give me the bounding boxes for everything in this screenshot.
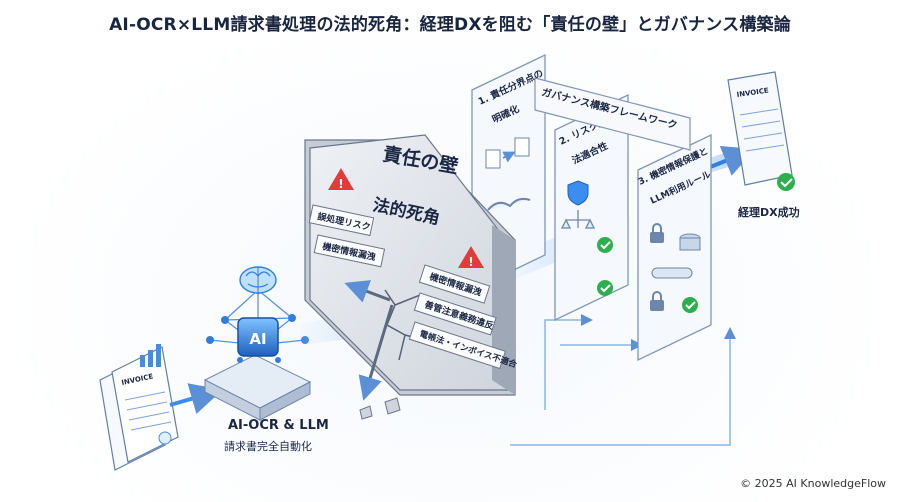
shield-icon <box>567 180 589 206</box>
pipe-icon <box>651 267 693 279</box>
source-invoice: INVOICE <box>99 344 179 471</box>
check-icon <box>682 297 698 313</box>
outcome-label: 経理DX成功 <box>738 206 800 219</box>
lock-icon <box>650 300 664 311</box>
svg-text:!: ! <box>338 177 343 191</box>
left-risk-tags: 誤処理リスク 機密情報漏洩 <box>308 204 386 268</box>
framework-panel-1: 1. 責任分界点の 明確化 <box>471 53 546 292</box>
handshake-icon <box>487 197 531 211</box>
ai-caption: AI-OCR & LLM <box>228 418 329 433</box>
ai-chip <box>237 317 279 357</box>
flow-lines <box>510 314 736 446</box>
page-title: AI-OCR×LLM請求書処理の法的死角：経理DXを阻む「責任の壁」とガバナンス… <box>109 15 791 35</box>
debris <box>359 405 373 420</box>
framework-panels: 1. 責任分界点の 明確化 2. リスク統制と 法適合性 3. <box>471 53 713 362</box>
copyright: © 2025 AI KnowledgeFlow <box>740 477 886 490</box>
input-arrow <box>169 383 223 415</box>
ai-subcaption: 請求書完全自動化 <box>224 440 312 453</box>
blocked-arrow <box>358 304 394 401</box>
blocked-arrow <box>344 280 391 303</box>
lock-icon <box>650 232 664 243</box>
check-icon <box>597 237 613 253</box>
document-icon <box>514 137 530 157</box>
ai-chip-label: AI <box>249 330 266 348</box>
warning-icon <box>458 246 484 268</box>
svg-text:!: ! <box>468 255 473 269</box>
outcome-invoice: INVOICE <box>727 71 795 191</box>
framework-panel-3: 3. 機密情報保護と LLM利用ルール <box>636 133 713 362</box>
warning-icon <box>328 168 354 190</box>
brain-icon <box>239 266 277 294</box>
ai-engine: AI <box>203 266 312 421</box>
document-icon <box>485 149 501 169</box>
debris <box>384 397 401 415</box>
check-icon <box>597 280 613 296</box>
scales-icon <box>560 210 596 229</box>
check-icon <box>777 173 795 191</box>
responsibility-wall: 責任の壁 ! 法的死角 ! 誤処理リスク 機密情報漏洩 機密情報漏洩 善管注意義… <box>304 134 519 420</box>
